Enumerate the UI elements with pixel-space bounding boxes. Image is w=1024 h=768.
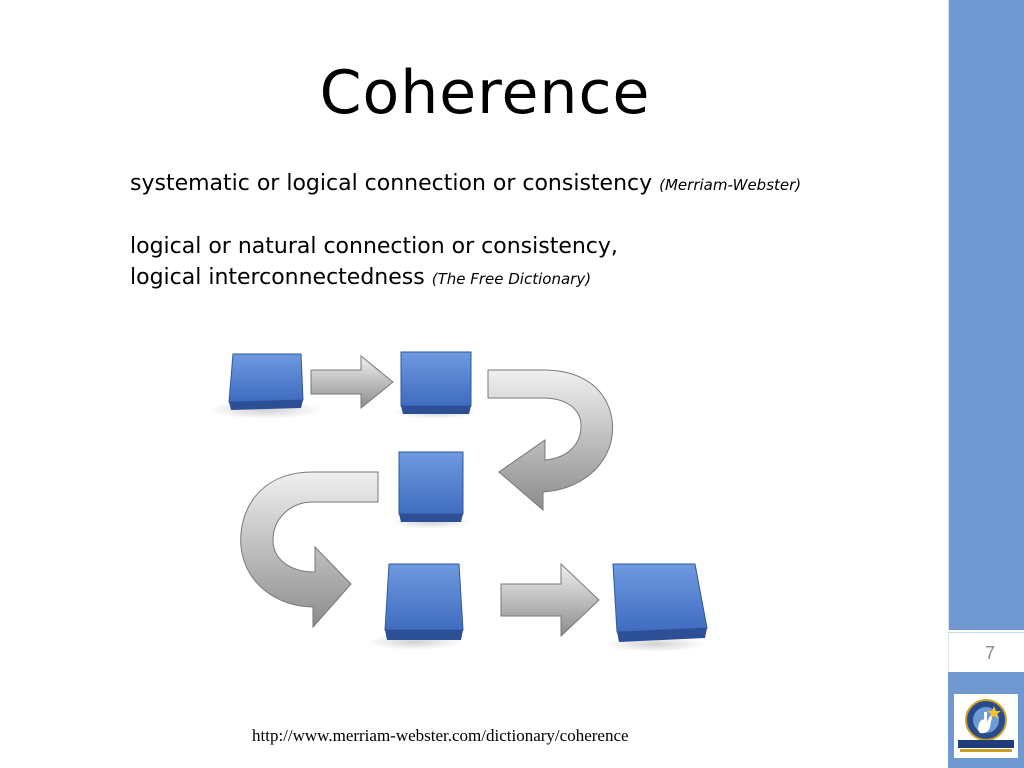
u-turn-arrow bbox=[240, 471, 379, 629]
flow-block bbox=[367, 563, 464, 650]
definition-line: logical or natural connection or consist… bbox=[130, 231, 920, 262]
process-flow-illustration bbox=[183, 322, 718, 714]
flow-block bbox=[605, 563, 708, 652]
right-arrow bbox=[310, 354, 394, 410]
definitions: systematic or logical connection or cons… bbox=[130, 168, 920, 295]
right-arrow bbox=[500, 562, 600, 638]
definition-source: (Merriam-Webster) bbox=[659, 176, 802, 194]
sidebar-accent bbox=[948, 0, 1024, 630]
flow-block bbox=[391, 451, 471, 529]
page-number-panel: 7 bbox=[948, 632, 1024, 671]
logo-panel bbox=[948, 672, 1024, 768]
definition-text: logical interconnectedness bbox=[130, 265, 432, 290]
department-seal-icon bbox=[954, 694, 1018, 758]
u-turn-arrow bbox=[487, 369, 614, 512]
slide-title: Coherence bbox=[319, 58, 651, 128]
page-number: 7 bbox=[984, 643, 995, 663]
flow-block bbox=[393, 351, 477, 419]
definition-line: logical interconnectedness (The Free Dic… bbox=[130, 262, 920, 295]
definition-text: logical or natural connection or consist… bbox=[130, 234, 618, 259]
definition-text: systematic or logical connection or cons… bbox=[130, 171, 660, 196]
flow-block bbox=[207, 353, 323, 419]
source-url: http://www.merriam-webster.com/dictionar… bbox=[252, 726, 629, 745]
definition-line: systematic or logical connection or cons… bbox=[130, 168, 920, 201]
spacer bbox=[130, 201, 920, 231]
definition-source: (The Free Dictionary) bbox=[431, 270, 592, 288]
education-logo bbox=[954, 694, 1018, 758]
